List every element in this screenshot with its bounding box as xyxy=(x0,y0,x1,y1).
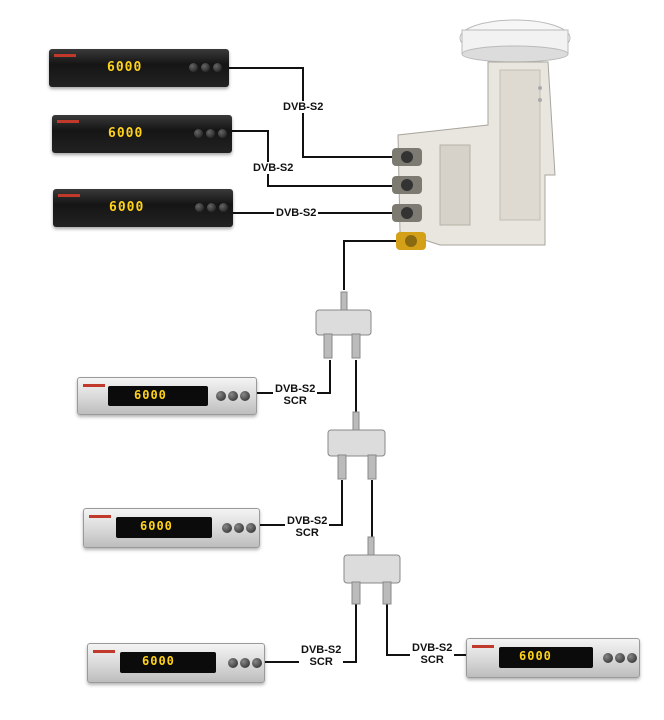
receiver-5: 6000 xyxy=(83,508,260,548)
receiver-3: 6000 xyxy=(53,189,233,227)
label-dvb-s2: DVB-S2 xyxy=(275,383,316,395)
lnb-connector-gold xyxy=(396,232,426,250)
label-dvb-s2-3: DVB-S2 xyxy=(274,207,319,219)
cable-receiver-6 xyxy=(265,600,357,663)
button-icon xyxy=(228,391,238,401)
receiver-display: 6000 xyxy=(107,60,143,75)
button-icon xyxy=(627,653,637,663)
splitter-3 xyxy=(343,536,401,605)
receiver-1: 6000 xyxy=(49,49,229,87)
splitter-2 xyxy=(327,411,386,480)
button-icon xyxy=(240,658,250,668)
cable-receiver-2 xyxy=(232,130,392,187)
receiver-display: 6000 xyxy=(134,388,167,402)
label-scr: SCR xyxy=(309,656,333,668)
button-icon xyxy=(246,523,256,533)
lnb-connector-1 xyxy=(392,148,422,166)
receiver-display: 6000 xyxy=(519,649,552,663)
button-icon xyxy=(213,63,222,72)
button-icon xyxy=(207,203,216,212)
button-icon xyxy=(218,129,227,138)
splitter-1 xyxy=(315,291,372,359)
label-dvb-s2: DVB-S2 xyxy=(412,642,453,654)
label-dvb-s2: DVB-S2 xyxy=(301,644,342,656)
button-icon xyxy=(219,203,228,212)
label-dvb-s2: DVB-S2 xyxy=(287,515,328,527)
receiver-6: 6000 xyxy=(87,643,265,683)
button-icon xyxy=(252,658,262,668)
label-dvb-s2-scr-4: DVB-S2 SCR xyxy=(273,383,318,407)
button-icon xyxy=(194,129,203,138)
button-icon xyxy=(603,653,613,663)
button-icon xyxy=(222,523,232,533)
quad-lnb xyxy=(397,19,571,246)
receiver-display: 6000 xyxy=(140,519,173,533)
label-dvb-s2-scr-5: DVB-S2 SCR xyxy=(285,515,330,539)
button-icon xyxy=(206,129,215,138)
lnb-connector-3 xyxy=(392,204,422,222)
label-dvb-s2-scr-7: DVB-S2 SCR xyxy=(410,642,455,666)
button-icon xyxy=(228,658,238,668)
button-icon xyxy=(195,203,204,212)
cable-lnb-splitter-1 xyxy=(343,240,396,290)
button-icon xyxy=(234,523,244,533)
button-icon xyxy=(240,391,250,401)
label-dvb-s2-1: DVB-S2 xyxy=(281,101,326,113)
label-scr: SCR xyxy=(283,395,307,407)
button-icon xyxy=(615,653,625,663)
receiver-2: 6000 xyxy=(52,115,232,153)
receiver-display: 6000 xyxy=(109,200,145,215)
button-icon xyxy=(201,63,210,72)
button-icon xyxy=(189,63,198,72)
label-dvb-s2-scr-6: DVB-S2 SCR xyxy=(299,644,344,668)
label-scr: SCR xyxy=(420,654,444,666)
label-scr: SCR xyxy=(295,527,319,539)
receiver-7: 6000 xyxy=(466,638,640,678)
lnb-connector-2 xyxy=(392,176,422,194)
receiver-display: 6000 xyxy=(142,654,175,668)
receiver-display: 6000 xyxy=(108,126,144,141)
label-dvb-s2-2: DVB-S2 xyxy=(251,162,296,174)
button-icon xyxy=(216,391,226,401)
receiver-4: 6000 xyxy=(77,377,257,415)
